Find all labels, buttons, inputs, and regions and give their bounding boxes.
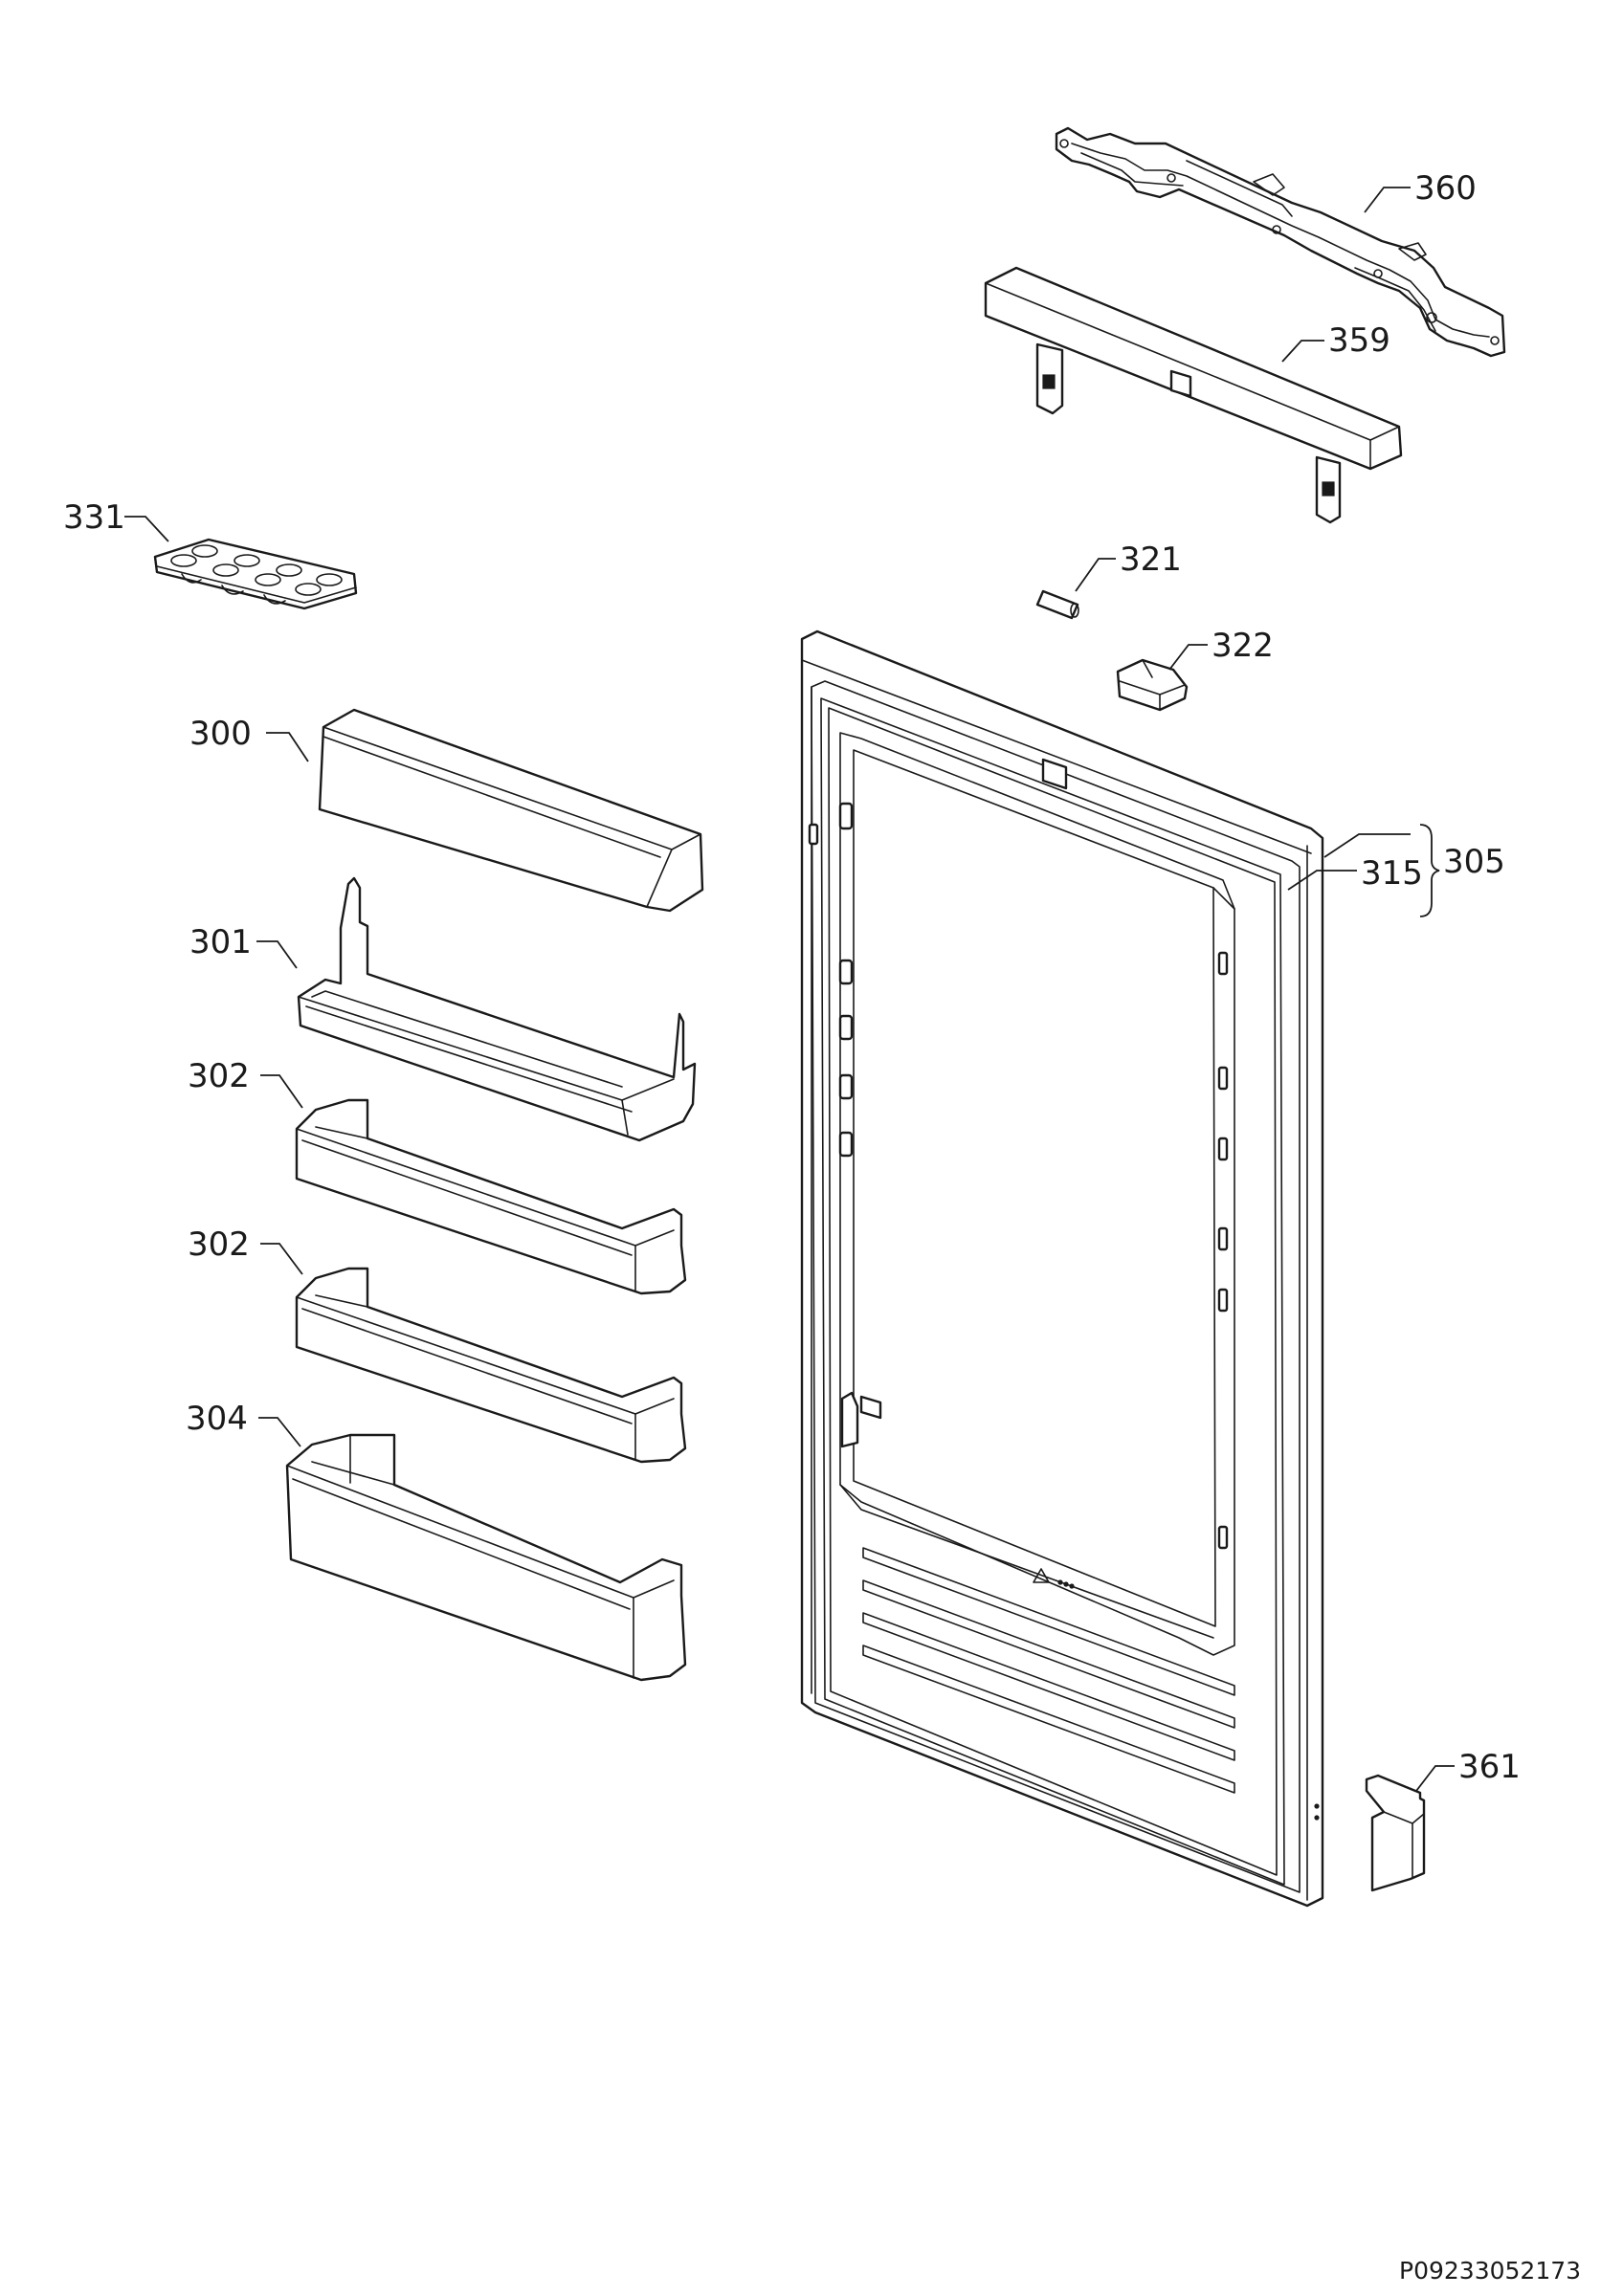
- part-301-door-shelf: [297, 876, 697, 1142]
- callout-302-lower: 302: [188, 1225, 250, 1264]
- part-304-door-bin: [285, 1433, 687, 1682]
- part-331-egg-tray: [153, 538, 358, 610]
- part-361-hinge-cover: [1365, 1774, 1426, 1892]
- callout-305: 305: [1443, 843, 1505, 881]
- callout-302-upper: 302: [188, 1057, 250, 1095]
- callout-304: 304: [186, 1400, 248, 1438]
- callout-322: 322: [1212, 627, 1274, 665]
- callout-361: 361: [1458, 1748, 1521, 1786]
- leader-lines: [124, 187, 1455, 1792]
- callout-321: 321: [1120, 541, 1182, 579]
- part-360-hinge-bracket: [1055, 126, 1506, 358]
- callout-300: 300: [189, 715, 252, 753]
- callout-labels: 360 359 331 321 322 300 305 315 301 302 …: [63, 169, 1521, 1786]
- diagram-reference-code: P09233052173: [1399, 2257, 1581, 2285]
- callout-331: 331: [63, 498, 125, 537]
- part-302-door-shelf-lower: [295, 1267, 687, 1464]
- part-322-hinge-cover: [1116, 658, 1189, 712]
- part-305-door-assembly: [800, 629, 1324, 1908]
- callout-359: 359: [1328, 321, 1390, 360]
- part-359-top-trim: [984, 266, 1403, 524]
- callout-360: 360: [1414, 169, 1477, 208]
- part-300-compartment-cover: [318, 708, 704, 913]
- callout-301: 301: [189, 923, 252, 961]
- callout-315: 315: [1361, 854, 1423, 893]
- part-302-door-shelf-upper: [295, 1098, 687, 1295]
- part-321-pin: [1035, 589, 1079, 620]
